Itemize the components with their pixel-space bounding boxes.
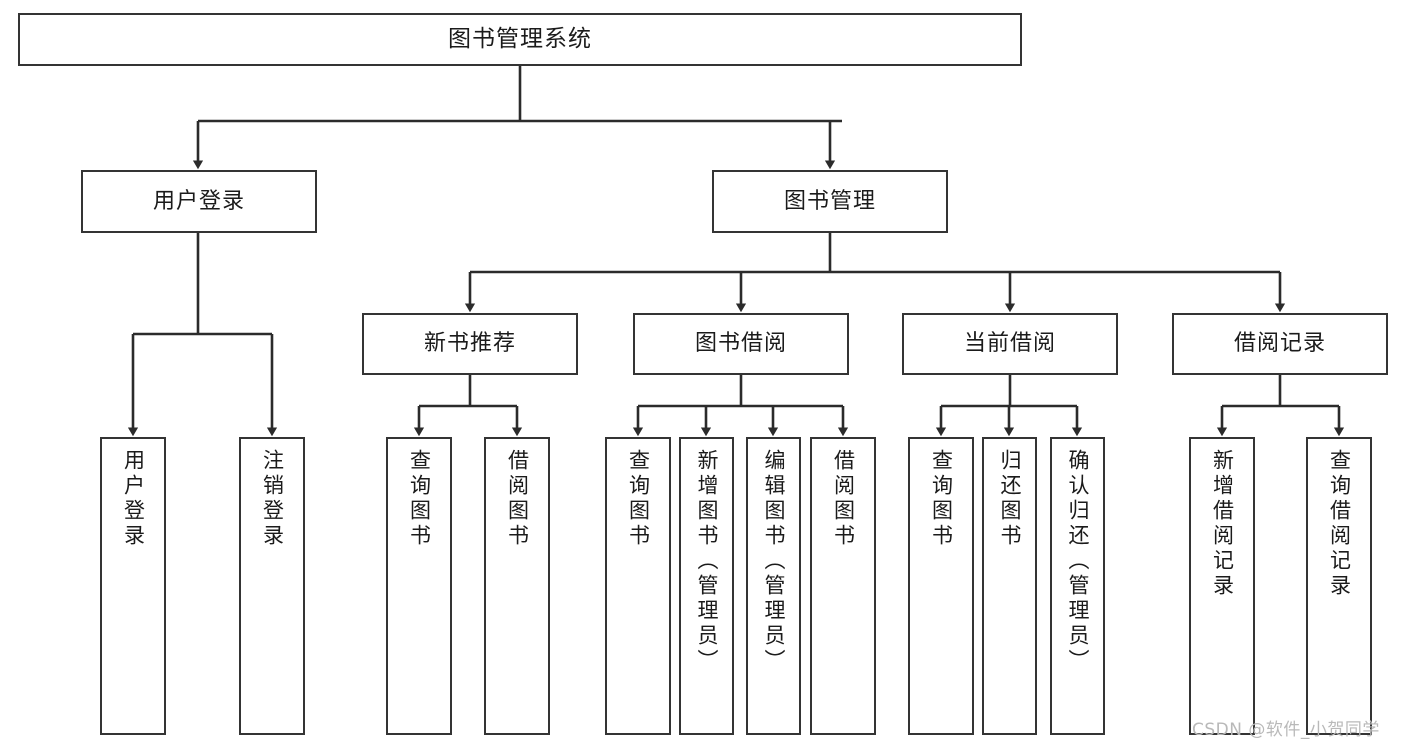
node-label: 当前借阅 [963,331,1056,357]
node-label: 编辑图书（管理员） [762,449,786,674]
node-leaf-user-login[interactable]: 用户登录 [100,437,166,735]
node-label: 确认归还（管理员） [1066,449,1090,674]
node-leaf-confirm-return[interactable]: 确认归还（管理员） [1050,437,1105,735]
node-book-management[interactable]: 图书管理 [712,170,948,233]
node-root-book-management-system[interactable]: 图书管理系统 [18,13,1022,66]
node-user-login[interactable]: 用户登录 [81,170,317,233]
node-label: 图书借阅 [694,331,787,357]
node-label: 查询图书 [407,449,432,549]
node-leaf-logout[interactable]: 注销登录 [239,437,305,735]
node-current-borrow[interactable]: 当前借阅 [902,313,1118,375]
node-label: 查询图书 [626,449,651,549]
node-leaf-query-book-3[interactable]: 查询图书 [908,437,974,735]
node-leaf-query-book-2[interactable]: 查询图书 [605,437,671,735]
node-label: 图书管理系统 [448,26,592,53]
node-leaf-query-record[interactable]: 查询借阅记录 [1306,437,1372,735]
node-leaf-add-book[interactable]: 新增图书（管理员） [679,437,734,735]
node-label: 新书推荐 [423,331,516,357]
node-label: 注销登录 [260,449,285,549]
node-label: 借阅图书 [505,449,530,549]
node-leaf-borrow-book-2[interactable]: 借阅图书 [810,437,876,735]
node-label: 新增图书（管理员） [695,449,719,674]
node-leaf-borrow-book-1[interactable]: 借阅图书 [484,437,550,735]
node-label: 用户登录 [121,449,146,549]
watermark-text: CSDN @软件_小贺同学 [1192,720,1380,740]
node-label: 查询图书 [929,449,954,549]
node-label: 借阅图书 [831,449,856,549]
node-borrow-record[interactable]: 借阅记录 [1172,313,1388,375]
node-label: 图书管理 [783,188,876,214]
node-book-borrow[interactable]: 图书借阅 [633,313,849,375]
node-new-book-recommend[interactable]: 新书推荐 [362,313,578,375]
node-label: 归还图书 [998,449,1022,549]
node-leaf-edit-book[interactable]: 编辑图书（管理员） [746,437,801,735]
node-leaf-query-book-1[interactable]: 查询图书 [386,437,452,735]
node-leaf-add-record[interactable]: 新增借阅记录 [1189,437,1255,735]
node-leaf-return-book[interactable]: 归还图书 [982,437,1037,735]
node-label: 查询借阅记录 [1327,449,1352,599]
node-label: 借阅记录 [1233,331,1326,357]
node-label: 用户登录 [152,188,245,214]
node-label: 新增借阅记录 [1210,449,1235,599]
